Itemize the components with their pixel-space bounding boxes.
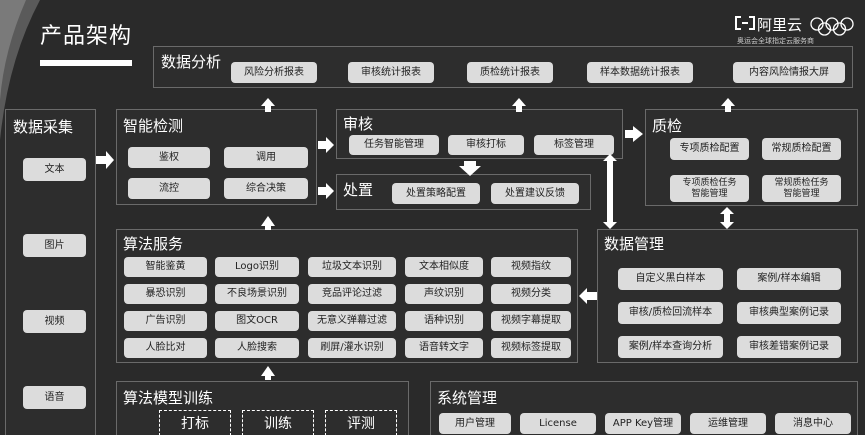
error-case-chip[interactable]: 审核差错案例记录 [737, 336, 841, 358]
logo-tagline: 奥运会全球指定云服务商 [737, 37, 814, 45]
data-management-panel: 数据管理 自定义黑白样本 案例/样本编辑 审核/质检回流样本 审核典型案例记录 … [597, 229, 858, 363]
system-management-panel: 系统管理 用户管理 License APP Key管理 运维管理 消息中心 [430, 381, 858, 435]
tagging-step[interactable]: 打标 [159, 410, 231, 435]
review-panel: 审核 任务智能管理 审核打标 标签管理 [336, 109, 623, 159]
quality-check-title: 质检 [652, 117, 683, 135]
special-qc-config-chip[interactable]: 专项质检配置 [670, 138, 749, 160]
corner-decoration [0, 0, 40, 140]
ad-detect-chip[interactable]: 广告识别 [124, 311, 207, 331]
video-tag-extract-chip[interactable]: 视频标签提取 [491, 338, 571, 358]
arrow-left-algorithm [579, 288, 597, 304]
ops-management-chip[interactable]: 运维管理 [690, 413, 766, 434]
data-collection-title: 数据采集 [13, 118, 74, 136]
data-analysis-panel: 数据分析 风险分析报表 审核统计报表 质检统计报表 样本数据统计报表 内容风险情… [153, 46, 853, 88]
task-management-chip[interactable]: 任务智能管理 [349, 135, 439, 155]
logo-detect-chip[interactable]: Logo识别 [215, 257, 299, 277]
video-fingerprint-chip[interactable]: 视频指纹 [491, 257, 571, 277]
voiceprint-chip[interactable]: 声纹识别 [405, 284, 483, 304]
smart-detection-title: 智能检测 [123, 117, 184, 135]
risk-intel-screen-chip[interactable]: 内容风险情报大屏 [733, 62, 845, 83]
evaluation-step[interactable]: 评测 [325, 410, 397, 435]
training-step[interactable]: 训练 [242, 410, 314, 435]
video-classify-chip[interactable]: 视频分类 [491, 284, 571, 304]
model-training-title: 算法模型训练 [123, 389, 214, 407]
special-qc-task-chip[interactable]: 专项质检任务 智能管理 [670, 175, 749, 202]
invoke-chip[interactable]: 调用 [224, 147, 308, 168]
aliyun-logo: 阿里云 奥运会全球指定云服务商 [735, 14, 855, 48]
handling-panel: 处置 处置策略配置 处置建议反馈 [336, 174, 591, 210]
message-center-chip[interactable]: 消息中心 [775, 413, 851, 434]
arrow-double-vertical [603, 154, 617, 229]
typical-case-chip[interactable]: 审核典型案例记录 [737, 302, 841, 324]
backflow-sample-chip[interactable]: 审核/质检回流样本 [618, 302, 723, 324]
language-detect-chip[interactable]: 语种识别 [405, 311, 483, 331]
handling-policy-chip[interactable]: 处置策略配置 [392, 183, 480, 204]
qc-report-chip[interactable]: 质检统计报表 [467, 62, 553, 83]
text-source-chip[interactable]: 文本 [23, 158, 86, 181]
algorithm-service-title: 算法服务 [123, 235, 184, 253]
page-title: 产品架构 [40, 24, 133, 49]
review-title: 审核 [343, 115, 374, 133]
arrow-right-review [318, 137, 334, 153]
handling-title: 处置 [343, 181, 374, 199]
data-analysis-title: 数据分析 [161, 53, 222, 71]
risk-report-chip[interactable]: 风险分析报表 [231, 62, 317, 83]
quality-check-panel: 质检 专项质检配置 常规质检配置 专项质检任务 智能管理 常规质检任务 智能管理 [645, 109, 858, 206]
rate-limit-chip[interactable]: 流控 [128, 178, 210, 199]
smart-detection-panel: 智能检测 鉴权 调用 流控 综合决策 [116, 109, 317, 205]
flood-detect-chip[interactable]: 刷屏/灌水识别 [308, 338, 396, 358]
regular-qc-config-chip[interactable]: 常规质检配置 [762, 138, 841, 160]
model-training-panel: 算法模型训练 打标 训练 评测 [116, 381, 409, 435]
audio-source-chip[interactable]: 语音 [23, 386, 86, 409]
terror-detect-chip[interactable]: 暴恐识别 [124, 284, 207, 304]
logo-brand-text: 阿里云 [757, 16, 803, 34]
arrow-up-algorithm [261, 216, 275, 230]
algorithm-service-panel: 算法服务 智能鉴黄 Logo识别垃圾文本识别文本相似度视频指纹暴恐识别不良场景识别… [116, 229, 578, 363]
competitor-comment-chip[interactable]: 竞品评论过滤 [308, 284, 396, 304]
arrow-right-qc [625, 126, 643, 142]
sample-report-chip[interactable]: 样本数据统计报表 [587, 62, 693, 83]
face-search-chip[interactable]: 人脸搜索 [215, 338, 299, 358]
olympic-rings-icon [810, 17, 854, 36]
app-key-chip[interactable]: APP Key管理 [605, 413, 681, 434]
face-compare-chip[interactable]: 人脸比对 [124, 338, 207, 358]
data-management-title: 数据管理 [604, 235, 665, 253]
custom-sample-chip[interactable]: 自定义黑白样本 [618, 268, 723, 290]
image-ocr-chip[interactable]: 图文OCR [215, 311, 299, 331]
video-source-chip[interactable]: 视频 [23, 310, 86, 333]
bad-scene-chip[interactable]: 不良场景识别 [215, 284, 299, 304]
auth-chip[interactable]: 鉴权 [128, 147, 210, 168]
system-management-title: 系统管理 [437, 389, 498, 407]
user-management-chip[interactable]: 用户管理 [439, 413, 511, 434]
subtitle-extract-chip[interactable]: 视频字幕提取 [491, 311, 571, 331]
license-chip[interactable]: License [520, 413, 596, 434]
review-report-chip[interactable]: 审核统计报表 [348, 62, 434, 83]
title-underline [40, 60, 132, 66]
regular-qc-task-chip[interactable]: 常规质检任务 智能管理 [762, 175, 841, 202]
decision-chip[interactable]: 综合决策 [224, 178, 308, 199]
danmaku-filter-chip[interactable]: 无意义弹幕过滤 [308, 311, 396, 331]
text-similarity-chip[interactable]: 文本相似度 [405, 257, 483, 277]
porn-detect-chip[interactable]: 智能鉴黄 [124, 257, 207, 277]
handling-feedback-chip[interactable]: 处置建议反馈 [491, 183, 579, 204]
arrow-double-qc [720, 207, 734, 229]
case-edit-chip[interactable]: 案例/样本编辑 [737, 268, 841, 290]
arrow-up-training [261, 366, 275, 380]
aliyun-bracket-icon [735, 16, 755, 30]
speech-to-text-chip[interactable]: 语音转文字 [405, 338, 483, 358]
image-source-chip[interactable]: 图片 [23, 234, 86, 257]
spam-text-chip[interactable]: 垃圾文本识别 [308, 257, 396, 277]
arrow-right-handling [318, 183, 334, 199]
label-management-chip[interactable]: 标签管理 [534, 135, 614, 155]
arrow-right-collection [96, 151, 114, 169]
case-query-chip[interactable]: 案例/样本查询分析 [618, 336, 723, 358]
data-collection-panel: 数据采集 文本 图片 视频 语音 [5, 109, 96, 435]
review-tagging-chip[interactable]: 审核打标 [448, 135, 524, 155]
